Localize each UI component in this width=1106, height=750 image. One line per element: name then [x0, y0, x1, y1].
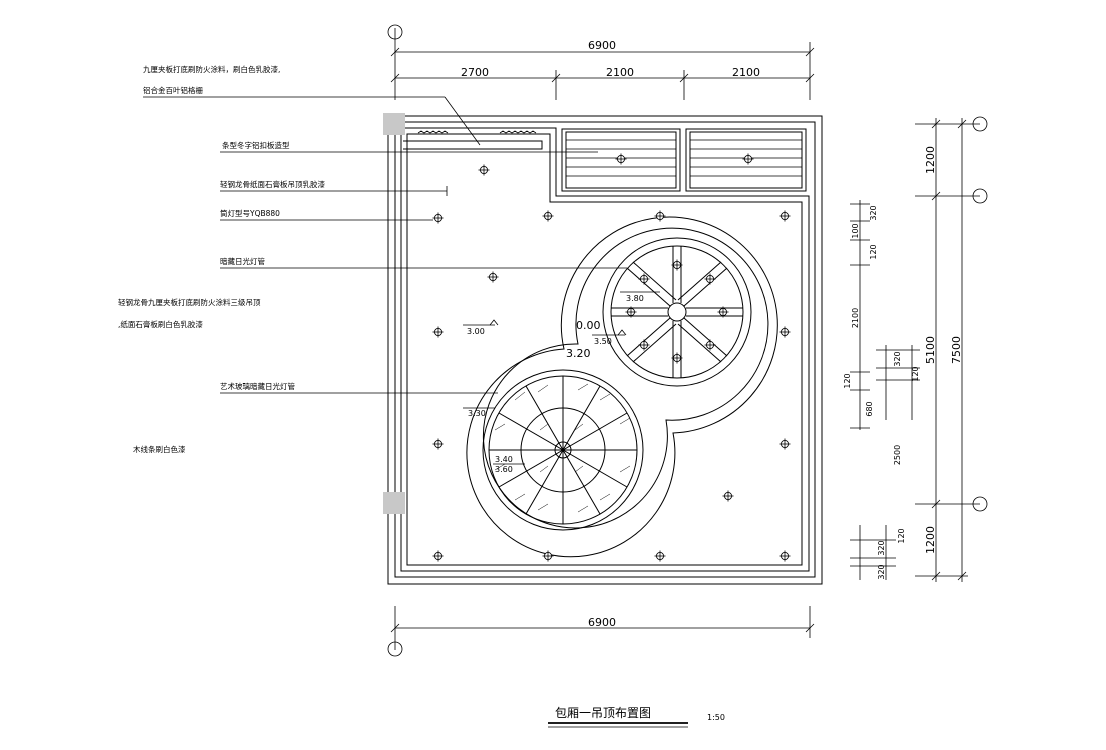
drawing-scale: 1:50 [707, 713, 725, 722]
dim-right-total: 7500 [950, 336, 963, 364]
leader-lines [143, 96, 627, 394]
upper-round-ceiling [602, 237, 752, 387]
dim-inner-8: 680 [865, 401, 874, 416]
dim-inner-5: 320 [893, 351, 902, 366]
level-mark: 3.60 [495, 465, 513, 474]
annotations: 九厘夹板打底刷防火涂料，刷白色乳胶漆, 铝合金百叶铝格栅 条型冬字铝扣板造型 轻… [118, 64, 325, 454]
dim-inner-11: 120 [897, 528, 906, 543]
dim-right-2: 5100 [924, 336, 937, 364]
dim-inner-1: 320 [869, 205, 878, 220]
annotation-text: 条型冬字铝扣板造型 [222, 140, 290, 150]
room-outline [383, 113, 823, 585]
dim-inner-6: 120 [843, 373, 852, 388]
annotation-text: 铝合金百叶铝格栅 [143, 85, 203, 95]
right-dimension-chain: 1200 5100 1200 7500 320 100 120 2100 320… [843, 116, 988, 582]
drawing-title-text: 包厢一吊顶布置图 [555, 706, 651, 720]
level-mark: 3.40 [495, 455, 513, 464]
annotation-text: 轻钢龙骨九厘夹板打底刷防火涂料三级吊顶 [118, 297, 261, 307]
dim-inner-2: 100 [851, 223, 860, 238]
top-dimension-chain: 6900 2700 2100 2100 [387, 24, 815, 100]
annotation-text: 九厘夹板打底刷防火涂料，刷白色乳胶漆, [143, 64, 280, 74]
dim-right-3: 1200 [924, 526, 937, 554]
downlights [432, 164, 791, 562]
dim-inner-3: 120 [869, 244, 878, 259]
column-marker [383, 113, 405, 135]
annotation-text: 暗藏日光灯管 [220, 256, 265, 266]
louver-panel-right [685, 128, 807, 192]
dim-inner-10: 320 [877, 540, 886, 555]
dim-top-part-2: 2100 [606, 66, 634, 79]
dim-right-1: 1200 [924, 146, 937, 174]
annotation-text: 筒灯型号YQB880 [220, 208, 280, 218]
level-mark: 3.80 [626, 294, 644, 303]
dim-top-part-1: 2700 [461, 66, 489, 79]
louver-panel-left [561, 128, 681, 192]
dim-bottom-total: 6900 [588, 616, 616, 629]
annotation-text: 轻钢龙骨纸面石膏板吊顶乳胶漆 [220, 179, 325, 189]
drawing-title: 包厢一吊顶布置图 1:50 [548, 706, 725, 728]
level-mark: 3.30 [468, 409, 486, 418]
annotation-text: ,纸面石膏板刷白色乳胶漆 [118, 319, 203, 329]
lower-round-ceiling [482, 369, 644, 531]
dim-inner-9: 2500 [893, 445, 902, 465]
annotation-text: 木线条刷白色漆 [133, 444, 186, 454]
column-marker [383, 492, 405, 514]
dim-inner-7: 120 [911, 366, 920, 381]
level-mark: 3.50 [594, 337, 612, 346]
dim-top-part-3: 2100 [732, 66, 760, 79]
dim-inner-12: 320 [877, 564, 886, 579]
dim-inner-4: 2100 [851, 308, 860, 328]
level-mark: 3.00 [467, 327, 485, 336]
dim-top-total: 6900 [588, 39, 616, 52]
level-mark: 0.00 [576, 319, 601, 332]
elevation-marks: 3.00 0.00 3.50 3.20 3.80 3.30 3.40 3.60 [463, 291, 660, 474]
annotation-text: 艺术玻璃暗藏日光灯管 [220, 381, 295, 391]
bottom-dimension-chain: 6900 [387, 606, 815, 657]
level-mark: 3.20 [566, 347, 591, 360]
